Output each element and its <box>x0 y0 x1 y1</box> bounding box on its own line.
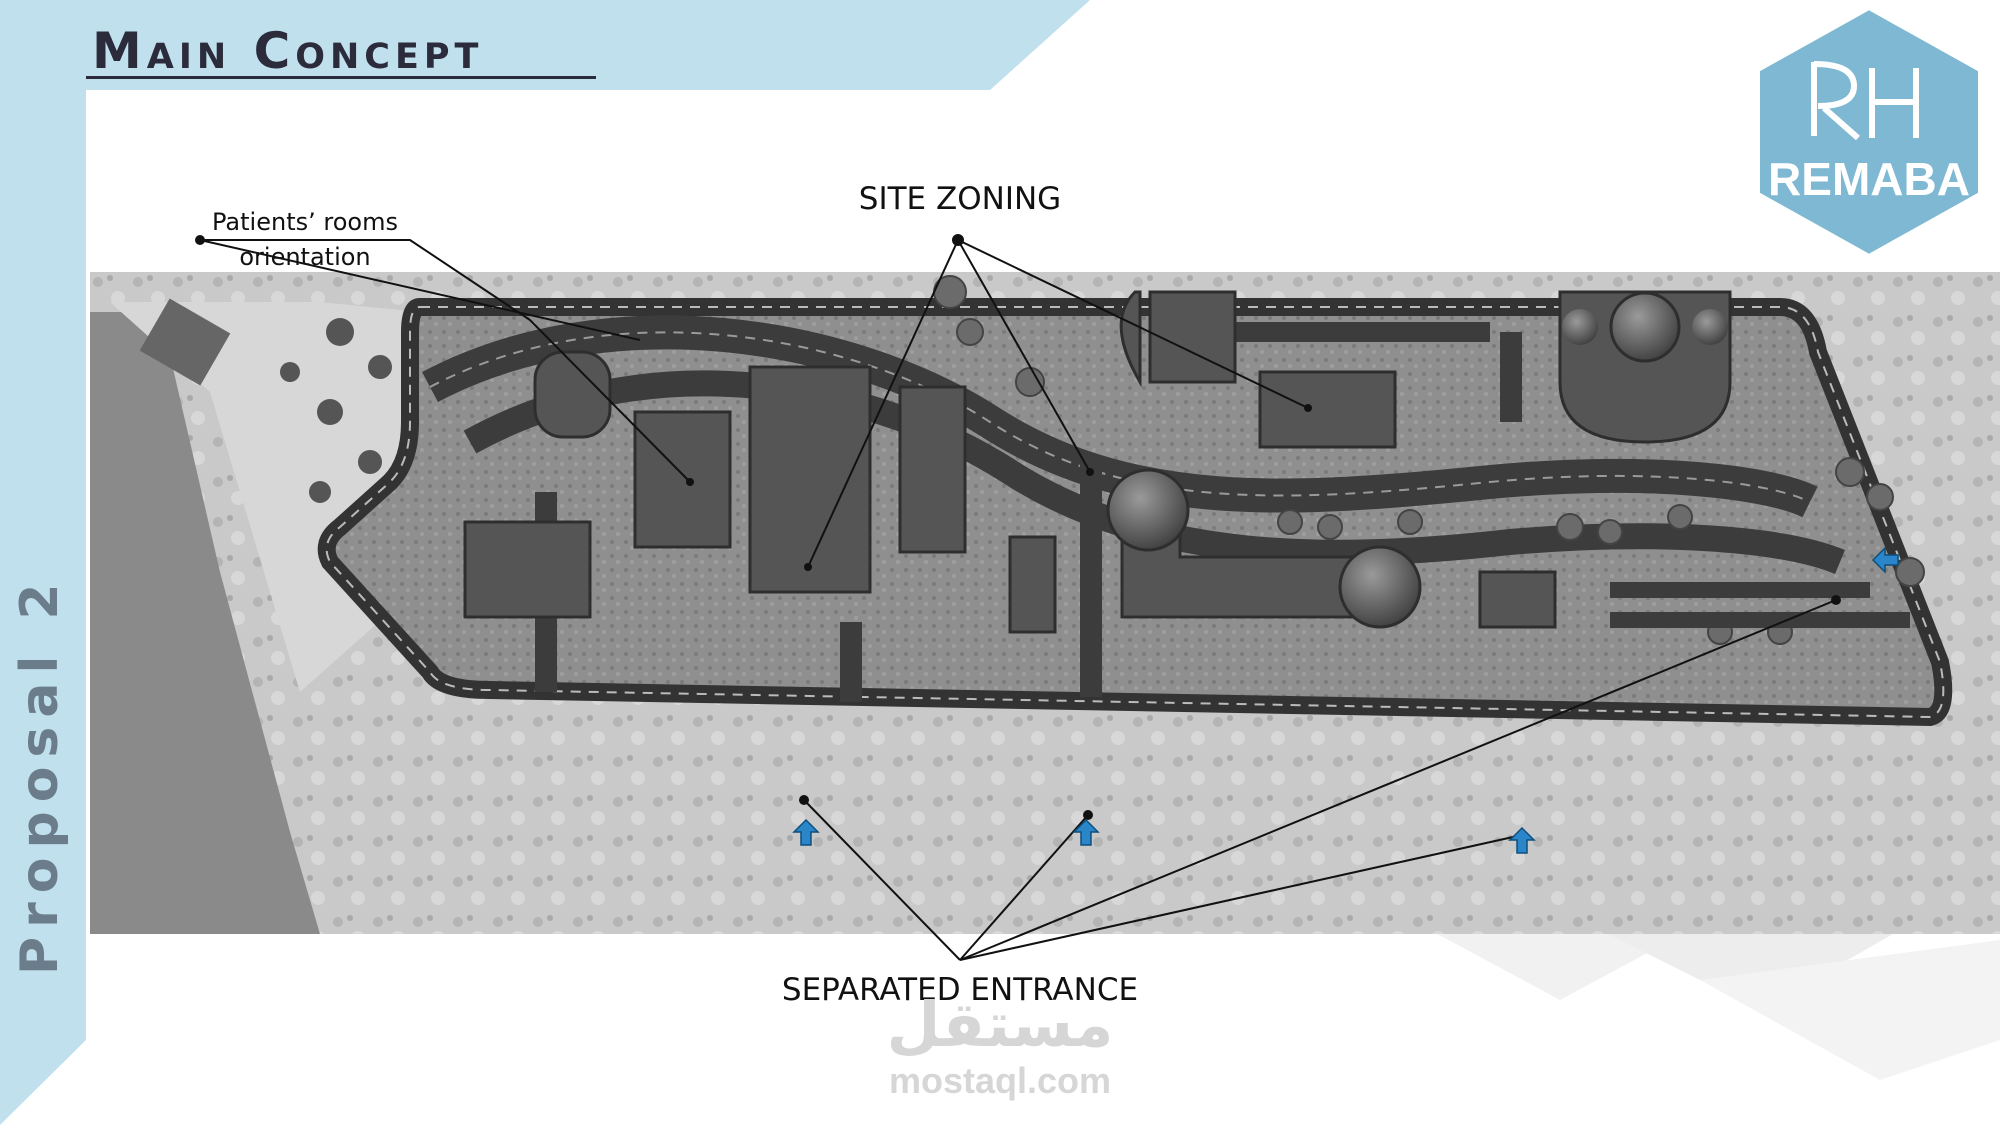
service-road-east <box>1500 332 1522 422</box>
site-trees <box>933 275 1925 645</box>
watermark-latin: mostaql.com <box>888 1060 1112 1101</box>
logo-text: REMABA <box>1768 153 1970 205</box>
building-north-west <box>533 350 612 439</box>
building-admin <box>1008 535 1057 634</box>
river <box>90 312 320 934</box>
building-research <box>1258 370 1397 449</box>
leader-lines <box>199 239 1837 961</box>
patients-rooms-label: Patients’ rooms orientation <box>190 205 420 275</box>
watermark: مستقل mostaql.com <box>870 990 1130 1102</box>
entrance-arrow-4 <box>1871 546 1899 574</box>
patients-rooms-line-2: orientation <box>239 243 371 271</box>
title-underline <box>86 76 596 79</box>
service-road-middle <box>1080 457 1102 697</box>
page-title: Main Concept <box>92 22 484 80</box>
logo-monogram-icon <box>1811 61 1919 141</box>
entrance-arrow-3 <box>1508 826 1536 854</box>
domes <box>1106 291 1728 629</box>
building-west-wing <box>633 410 732 549</box>
patients-rooms-line-1: Patients’ rooms <box>212 208 398 236</box>
building-east-wing <box>898 385 967 554</box>
building-gate <box>1478 570 1557 629</box>
service-road-entry-1 <box>840 622 862 702</box>
parking-lane <box>1170 322 1490 342</box>
separated-entrance-label: SEPARATED ENTRANCE <box>781 972 1139 1008</box>
site-zoning-dot <box>952 234 964 246</box>
watermark-arabic: مستقل <box>886 988 1114 1061</box>
building-main-hospital <box>748 365 872 594</box>
pavilion <box>139 298 231 386</box>
site-plan <box>90 272 2000 934</box>
entrance-dot-2 <box>1083 810 1093 820</box>
leader-dots <box>195 234 1841 840</box>
building-north-curve <box>1119 290 1142 388</box>
buildings <box>463 290 1732 634</box>
patients-rooms-dot <box>195 235 205 245</box>
remaba-logo <box>1756 6 1982 258</box>
perimeter-road-marking <box>325 306 1945 719</box>
entrance-dot-4 <box>1831 595 1841 605</box>
building-zoo <box>463 520 592 619</box>
entrance-arrows <box>792 546 1899 854</box>
building-dome-complex <box>1558 290 1732 444</box>
parking-east <box>1610 582 1910 628</box>
entrance-arrow-1 <box>792 818 820 846</box>
entrance-dot-1 <box>799 795 809 805</box>
entrance-arrow-2 <box>1072 818 1100 846</box>
site-zoning-label: SITE ZONING <box>858 181 1062 217</box>
